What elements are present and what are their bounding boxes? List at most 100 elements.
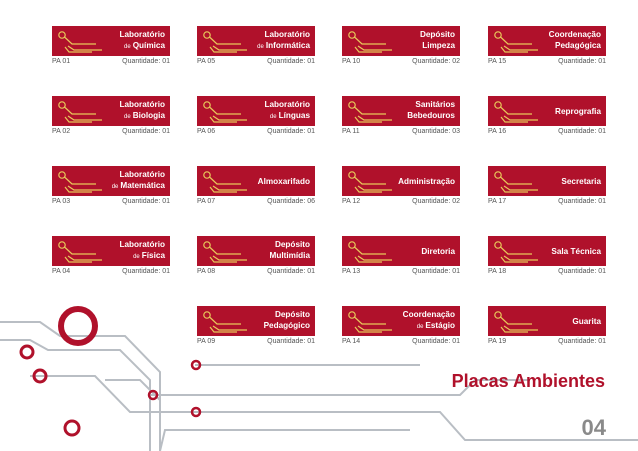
plate-label-line: Laboratório bbox=[119, 170, 166, 179]
plate-meta: PA 18 Quantidade: 01 bbox=[488, 268, 606, 275]
plate-label-prefix: de bbox=[133, 254, 140, 260]
plate-code: PA 16 bbox=[488, 128, 507, 135]
plate-panel: Guarita bbox=[488, 306, 606, 336]
circuit-plug-icon bbox=[494, 171, 538, 193]
plate-label-line: Administração bbox=[398, 177, 455, 186]
room-plate: Sala Técnica PA 18 Quantidade: 01 bbox=[488, 236, 606, 279]
plate-code: PA 13 bbox=[342, 268, 361, 275]
plate-label-line: Laboratório bbox=[119, 30, 166, 39]
plate-label-prefix: de bbox=[124, 44, 131, 50]
plate-label-line: Almoxarifado bbox=[257, 177, 310, 186]
plate-code: PA 02 bbox=[52, 128, 71, 135]
circuit-plug-icon bbox=[203, 101, 247, 123]
circuit-plug-icon bbox=[203, 31, 247, 53]
plate-label-line: Limpeza bbox=[422, 41, 455, 50]
plate-panel: Secretaria bbox=[488, 166, 606, 196]
plate-quantity: Quantidade: 01 bbox=[122, 268, 170, 275]
plate-label-line: Depósito bbox=[419, 30, 455, 39]
circuit-plug-icon bbox=[203, 241, 247, 263]
plate-label-line: Depósito bbox=[274, 310, 310, 319]
plate-label-line: Guarita bbox=[572, 317, 601, 326]
plate-quantity: Quantidade: 06 bbox=[267, 198, 315, 205]
plate-quantity: Quantidade: 02 bbox=[412, 198, 460, 205]
plate-meta: PA 07 Quantidade: 06 bbox=[197, 198, 315, 205]
plate-code: PA 17 bbox=[488, 198, 507, 205]
room-plate: Reprografia PA 16 Quantidade: 01 bbox=[488, 96, 606, 139]
plate-label: Secretaria bbox=[561, 176, 601, 187]
plate-code: PA 18 bbox=[488, 268, 507, 275]
room-plate: Diretoria PA 13 Quantidade: 01 bbox=[342, 236, 460, 279]
plate-code: PA 11 bbox=[342, 128, 360, 135]
plate-quantity: Quantidade: 01 bbox=[558, 58, 606, 65]
plate-label: Sala Técnica bbox=[551, 246, 601, 257]
plate-code: PA 19 bbox=[488, 338, 507, 345]
plate-quantity: Quantidade: 01 bbox=[267, 58, 315, 65]
plate-panel: Reprografia bbox=[488, 96, 606, 126]
plate-label-prefix: de bbox=[416, 324, 424, 330]
circuit-plug-icon bbox=[348, 171, 392, 193]
plate-label-line: Laboratório bbox=[264, 30, 311, 39]
plate-quantity: Quantidade: 01 bbox=[412, 268, 460, 275]
plate-label-line: Coordenação bbox=[548, 30, 601, 39]
circuit-plug-icon bbox=[58, 241, 102, 263]
plate-code: PA 08 bbox=[197, 268, 216, 275]
circuit-plug-icon bbox=[494, 311, 538, 333]
plate-code: PA 07 bbox=[197, 198, 216, 205]
plate-label-line: Pedagógico bbox=[263, 321, 310, 330]
plate-quantity: Quantidade: 01 bbox=[558, 268, 606, 275]
page-number: 04 bbox=[581, 415, 606, 440]
circuit-plug-icon bbox=[58, 31, 102, 53]
circuit-plug-icon bbox=[494, 101, 538, 123]
plate-code: PA 01 bbox=[52, 58, 71, 65]
plate-panel: Administração bbox=[342, 166, 460, 196]
plate-panel: Diretoria bbox=[342, 236, 460, 266]
plate-meta: PA 09 Quantidade: 01 bbox=[197, 338, 315, 345]
plate-code: PA 09 bbox=[197, 338, 216, 345]
plate-quantity: Quantidade: 01 bbox=[267, 338, 315, 345]
plate-label-line: Bebedouros bbox=[407, 111, 455, 120]
plate-quantity: Quantidade: 01 bbox=[558, 128, 606, 135]
circuit-plug-icon bbox=[58, 171, 102, 193]
room-plate: Secretaria PA 17 Quantidade: 01 bbox=[488, 166, 606, 209]
plate-quantity: Quantidade: 01 bbox=[558, 198, 606, 205]
plate-label: Administração bbox=[398, 176, 455, 187]
plate-code: PA 05 bbox=[197, 58, 216, 65]
plate-code: PA 10 bbox=[342, 58, 361, 65]
plate-label-line: Pedagógica bbox=[555, 41, 601, 50]
circuit-plug-icon bbox=[348, 241, 392, 263]
page-title: Placas Ambientes bbox=[451, 371, 605, 391]
